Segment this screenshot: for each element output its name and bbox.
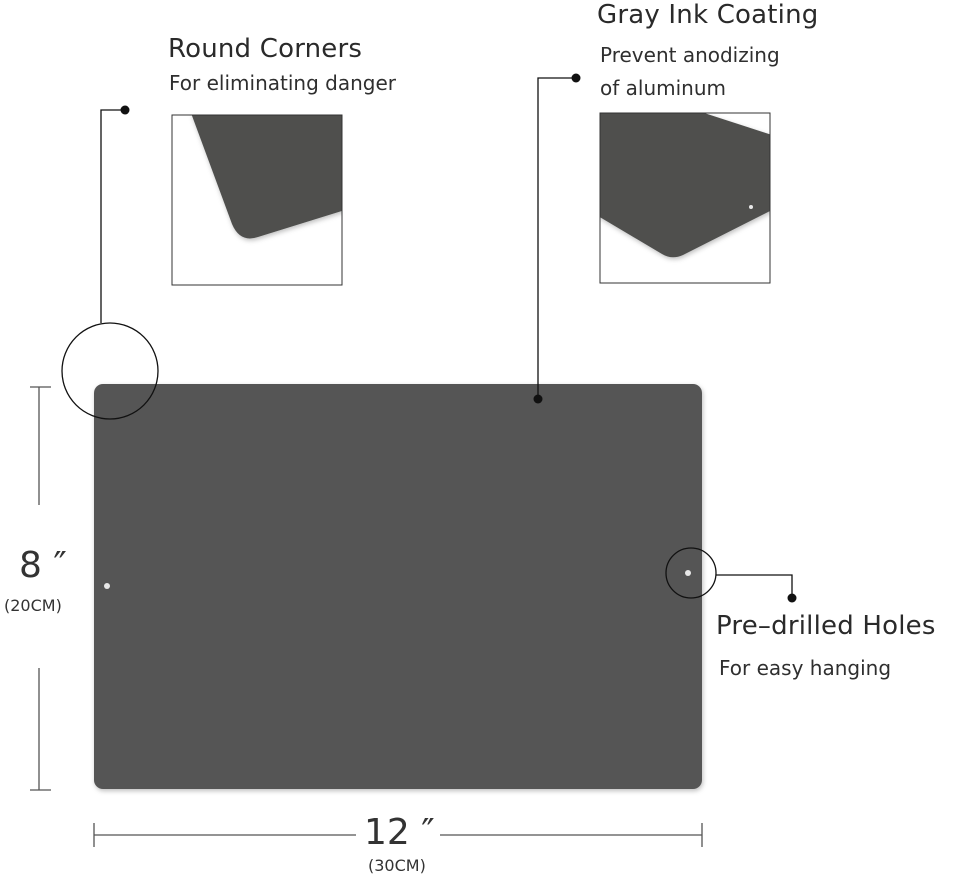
width-inches-label: 12 ″	[364, 812, 435, 853]
holes-subtitle: For easy hanging	[719, 656, 892, 680]
height-cm-label: (20CM)	[4, 596, 62, 615]
right-hole	[685, 570, 691, 576]
gray-ink-subtitle-line2: of aluminum	[600, 76, 726, 100]
round-corner-leader	[100, 109, 125, 323]
gray-ink-leader-dot-bottom	[533, 394, 543, 404]
left-hole	[104, 583, 110, 589]
round-corner-magnifier	[61, 322, 159, 420]
round-corners-subtitle: For eliminating danger	[169, 71, 396, 95]
round-corner-leader-dot	[120, 105, 130, 115]
hole-magnifier	[665, 547, 717, 599]
sign-panel	[94, 384, 702, 789]
gray-ink-leader	[537, 77, 576, 399]
round-corner-detail	[172, 115, 342, 285]
hole-leader	[716, 574, 793, 598]
round-corner-detail-frame	[171, 114, 343, 286]
round-corners-title: Round Corners	[168, 34, 363, 64]
hole-leader-dot	[787, 593, 797, 603]
height-inches-label: 8 ″	[19, 545, 67, 586]
gray-ink-detail-frame	[599, 112, 771, 284]
width-cm-label: (30CM)	[368, 856, 426, 875]
gray-ink-leader-dot-top	[571, 73, 581, 83]
gray-ink-detail	[600, 113, 770, 283]
holes-title: Pre–drilled Holes	[716, 611, 936, 641]
gray-ink-title: Gray Ink Coating	[597, 0, 819, 30]
gray-ink-subtitle-line1: Prevent anodizing	[600, 43, 780, 67]
